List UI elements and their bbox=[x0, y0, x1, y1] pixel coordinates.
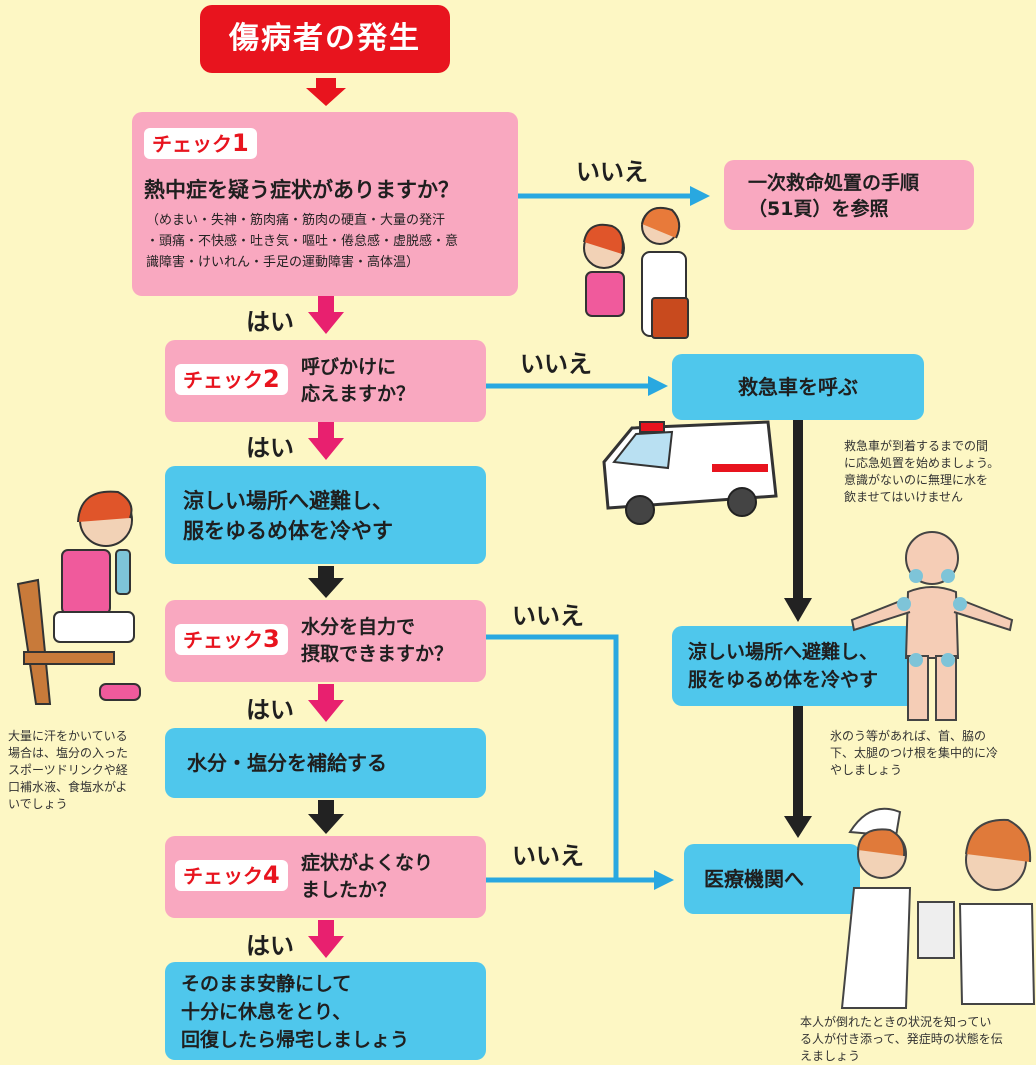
hospital-text: 医療機関へ bbox=[704, 867, 804, 891]
rest-text: そのまま安静にして十分に休息をとり、回復したら帰宅しましょう bbox=[181, 973, 410, 1051]
arrowhead-ambulance-down bbox=[784, 598, 812, 622]
yes-label-2: はい bbox=[246, 434, 294, 462]
yes-label-4: はい bbox=[246, 932, 294, 960]
title-box: 傷病者の発生 bbox=[200, 5, 450, 73]
check4-box: チェック4 症状がよくなりましたか？ bbox=[165, 836, 486, 918]
line-no-check3 bbox=[486, 634, 619, 880]
check1-tag: チェック1 bbox=[144, 128, 257, 159]
people-illustration bbox=[583, 206, 689, 339]
hydrate-text: 水分・塩分を補給する bbox=[187, 751, 387, 775]
arrow-yes-check2 bbox=[308, 422, 344, 460]
body-figure-illustration bbox=[850, 531, 1014, 721]
check1-symptoms: （めまい・失神・筋肉痛・筋肉の硬直・大量の発汗 ・頭痛・不快感・吐き気・嘔吐・倦… bbox=[146, 213, 459, 270]
nurse-illustration bbox=[840, 807, 1036, 1009]
yes-label-3: はい bbox=[246, 696, 294, 724]
no-label-2: いいえ bbox=[520, 350, 592, 378]
note-hospital: 本人が倒れたときの状況を知っている人が付き添って、発症時の状態を伝えましょう bbox=[800, 1015, 1003, 1063]
arrow-cool-to-check3 bbox=[308, 566, 344, 598]
line-ambulance-down bbox=[793, 420, 803, 600]
no-label-4: いいえ bbox=[512, 842, 584, 870]
girl-drinking-illustration bbox=[16, 490, 141, 705]
note-ambulance: 救急車が到着するまでの間に応急処置を始めましょう。意識がないのに無理に水を飲ませ… bbox=[844, 439, 1000, 504]
check4-question: 症状がよくなりましたか？ bbox=[301, 852, 434, 901]
note-sweat: 大量に汗をかいている場合は、塩分の入ったスポーツドリンクや経口補水液、食塩水がよ… bbox=[8, 729, 129, 811]
check4-tag: チェック4 bbox=[175, 860, 288, 891]
page-title: 傷病者の発生 bbox=[229, 21, 421, 56]
ambulance-text: 救急車を呼ぶ bbox=[738, 375, 858, 399]
line-cool-down bbox=[793, 706, 803, 818]
arrow-yes-check3 bbox=[308, 684, 344, 722]
first-aid-box: 一次救命処置の手順（51頁）を参照 bbox=[724, 160, 974, 230]
cool-right-box: 涼しい場所へ避難し、服をゆるめ体を冷やす bbox=[672, 626, 924, 706]
check2-tag: チェック2 bbox=[175, 364, 288, 395]
arrow-title-to-check1 bbox=[306, 78, 346, 106]
check3-tag: チェック3 bbox=[175, 624, 288, 655]
check2-box: チェック2 呼びかけに応えますか？ bbox=[165, 340, 486, 422]
no-label-1: いいえ bbox=[576, 158, 648, 186]
hospital-box: 医療機関へ bbox=[684, 844, 860, 914]
hydrate-box: 水分・塩分を補給する bbox=[165, 728, 486, 798]
check1-question: 熱中症を疑う症状がありますか？ bbox=[144, 178, 459, 202]
first-aid-text: 一次救命処置の手順（51頁）を参照 bbox=[748, 172, 920, 220]
yes-label-1: はい bbox=[246, 308, 294, 336]
note-ice: 氷のう等があれば、首、脇の下、太腿のつけ根を集中的に冷やしましょう bbox=[830, 729, 999, 777]
check3-box: チェック3 水分を自力で摂取できますか？ bbox=[165, 600, 486, 682]
check2-question: 呼びかけに応えますか？ bbox=[301, 356, 416, 405]
rest-box: そのまま安静にして十分に休息をとり、回復したら帰宅しましょう bbox=[165, 962, 486, 1060]
arrowhead-cool-down bbox=[784, 816, 812, 838]
cool-left-box: 涼しい場所へ避難し、服をゆるめ体を冷やす bbox=[165, 466, 486, 564]
check1-box: チェック1 熱中症を疑う症状がありますか？ （めまい・失神・筋肉痛・筋肉の硬直・… bbox=[132, 112, 518, 296]
no-label-3: いいえ bbox=[512, 602, 584, 630]
ambulance-box: 救急車を呼ぶ bbox=[672, 354, 924, 420]
arrow-hydrate-to-check4 bbox=[308, 800, 344, 834]
arrow-yes-check4 bbox=[308, 920, 344, 958]
cool-right-text: 涼しい場所へ避難し、服をゆるめ体を冷やす bbox=[688, 641, 879, 691]
check3-question: 水分を自力で摂取できますか？ bbox=[301, 616, 454, 665]
arrow-yes-check1 bbox=[308, 296, 344, 334]
cool-left-text: 涼しい場所へ避難し、服をゆるめ体を冷やす bbox=[183, 489, 393, 543]
ambulance-illustration bbox=[602, 420, 778, 525]
